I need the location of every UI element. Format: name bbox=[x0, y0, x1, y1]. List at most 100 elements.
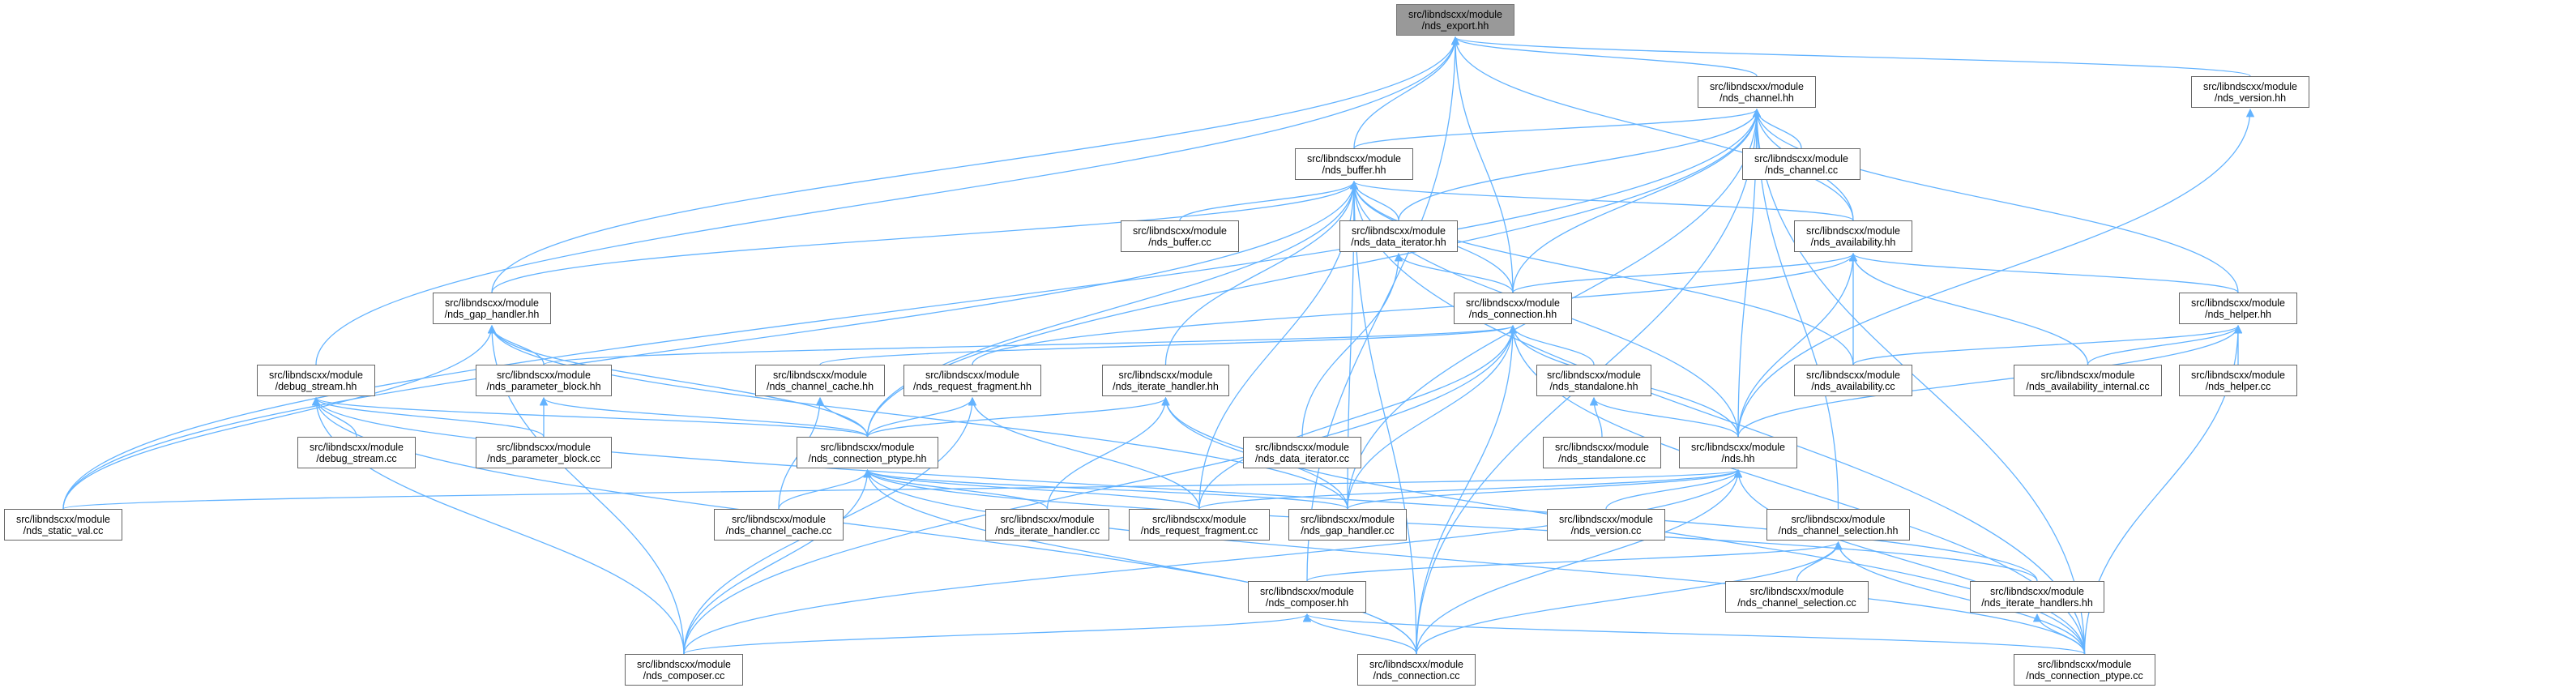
node-dir-label: src/libndscxx/module bbox=[1546, 369, 1641, 381]
graph-node-composer-cc[interactable]: src/libndscxx/module/nds_composer.cc bbox=[625, 654, 743, 686]
graph-node-connection-hh[interactable]: src/libndscxx/module/nds_connection.hh bbox=[1454, 293, 1572, 324]
node-file-label: /nds_iterate_handler.hh bbox=[1113, 380, 1219, 392]
graph-node-iterate-handler-cc[interactable]: src/libndscxx/module/nds_iterate_handler… bbox=[985, 509, 1109, 541]
node-dir-label: src/libndscxx/module bbox=[1306, 152, 1401, 165]
graph-node-data-iterator-cc[interactable]: src/libndscxx/module/nds_data_iterator.c… bbox=[1243, 437, 1361, 468]
graph-node-connection-cc[interactable]: src/libndscxx/module/nds_connection.cc bbox=[1357, 654, 1476, 686]
edge-iterate_handler_hh-to-buffer_hh bbox=[1164, 180, 1359, 365]
graph-node-connection-ptype-cc[interactable]: src/libndscxx/module/nds_connection_ptyp… bbox=[2014, 654, 2155, 686]
edge-channel_hh-to-export bbox=[1450, 36, 1758, 77]
edge-gap_handler_hh-to-export bbox=[491, 36, 1460, 293]
graph-node-buffer-cc[interactable]: src/libndscxx/module/nds_buffer.cc bbox=[1121, 220, 1239, 252]
edge-parameter_block_cc-to-debug_stream_hh bbox=[311, 396, 545, 438]
edge-request_fragment_cc-to-connection_hh bbox=[1198, 324, 1518, 510]
edge-debug_stream_hh-to-export bbox=[315, 36, 1460, 365]
node-dir-label: src/libndscxx/module bbox=[444, 297, 539, 309]
edge-iterate_handler_cc-to-connection_ptype_hh bbox=[863, 468, 1049, 510]
node-dir-label: src/libndscxx/module bbox=[1254, 441, 1349, 453]
graph-node-availability-cc[interactable]: src/libndscxx/module/nds_availability.cc bbox=[1794, 365, 1912, 396]
graph-node-channel-cache-hh[interactable]: src/libndscxx/module/nds_channel_cache.h… bbox=[755, 365, 885, 396]
graph-node-export[interactable]: src/libndscxx/module/nds_export.hh bbox=[1396, 4, 1514, 36]
edge-version_hh-to-export bbox=[1451, 36, 2251, 77]
edge-iterate_handlers_hh-to-connection_ptype_hh bbox=[863, 468, 2038, 582]
graph-node-gap-handler-cc[interactable]: src/libndscxx/module/nds_gap_handler.cc bbox=[1288, 509, 1407, 541]
node-dir-label: src/libndscxx/module bbox=[1709, 80, 1804, 92]
edge-data_iterator_cc-to-data_iterator_hh bbox=[1301, 252, 1403, 438]
edge-composer_cc-to-connection_hh bbox=[683, 324, 1518, 655]
graph-node-connection-ptype-hh[interactable]: src/libndscxx/module/nds_connection_ptyp… bbox=[797, 437, 938, 468]
graph-node-data-iterator-hh[interactable]: src/libndscxx/module/nds_data_iterator.h… bbox=[1339, 220, 1458, 252]
graph-node-channel-cc[interactable]: src/libndscxx/module/nds_channel.cc bbox=[1742, 148, 1860, 180]
edge-connection_hh-to-export bbox=[1450, 36, 1514, 293]
graph-node-nds-hh[interactable]: src/libndscxx/module/nds.hh bbox=[1679, 437, 1797, 468]
node-dir-label: src/libndscxx/module bbox=[1749, 585, 1844, 597]
edge-buffer_cc-to-buffer_hh bbox=[1179, 180, 1359, 221]
node-dir-label: src/libndscxx/module bbox=[925, 369, 1019, 381]
edge-version_cc-to-nds_hh bbox=[1605, 468, 1743, 510]
node-file-label: /nds_iterate_handler.cc bbox=[994, 524, 1100, 536]
graph-node-request-fragment-hh[interactable]: src/libndscxx/module/nds_request_fragmen… bbox=[904, 365, 1041, 396]
graph-node-iterate-handler-hh[interactable]: src/libndscxx/module/nds_iterate_handler… bbox=[1102, 365, 1229, 396]
graph-node-debug-stream-hh[interactable]: src/libndscxx/module/debug_stream.hh bbox=[257, 365, 375, 396]
edge-availability_hh-to-export bbox=[1450, 36, 1854, 221]
graph-node-channel-selection-hh[interactable]: src/libndscxx/module/nds_channel_selecti… bbox=[1766, 509, 1910, 541]
edge-channel_cc-to-channel_hh bbox=[1752, 108, 1802, 149]
node-file-label: /nds.hh bbox=[1721, 452, 1755, 464]
graph-node-standalone-cc[interactable]: src/libndscxx/module/nds_standalone.cc bbox=[1543, 437, 1661, 468]
graph-node-helper-cc[interactable]: src/libndscxx/module/nds_helper.cc bbox=[2179, 365, 2297, 396]
edge-availability_internal_cc-to-availability_hh bbox=[1848, 252, 2089, 365]
node-file-label: /nds_channel_selection.cc bbox=[1737, 596, 1856, 609]
edge-iterate_handlers_hh-to-debug_stream_hh bbox=[311, 396, 2038, 582]
node-file-label: /nds_composer.cc bbox=[643, 669, 725, 682]
node-file-label: /nds_channel.hh bbox=[1719, 92, 1794, 104]
node-dir-label: src/libndscxx/module bbox=[2190, 369, 2285, 381]
graph-node-availability-hh[interactable]: src/libndscxx/module/nds_availability.hh bbox=[1794, 220, 1912, 252]
graph-node-standalone-hh[interactable]: src/libndscxx/module/nds_standalone.hh bbox=[1536, 365, 1651, 396]
edge-nds_hh-to-helper_hh bbox=[1737, 324, 2243, 438]
graph-node-channel-hh[interactable]: src/libndscxx/module/nds_channel.hh bbox=[1698, 76, 1816, 108]
node-dir-label: src/libndscxx/module bbox=[1351, 224, 1446, 237]
node-dir-label: src/libndscxx/module bbox=[309, 441, 404, 453]
graph-node-gap-handler-hh[interactable]: src/libndscxx/module/nds_gap_handler.hh bbox=[433, 293, 551, 324]
graph-node-helper-hh[interactable]: src/libndscxx/module/nds_helper.hh bbox=[2179, 293, 2297, 324]
graph-node-static-val-cc[interactable]: src/libndscxx/module/nds_static_val.cc bbox=[4, 509, 122, 541]
node-file-label: /nds_connection_ptype.hh bbox=[808, 452, 927, 464]
graph-node-channel-selection-cc[interactable]: src/libndscxx/module/nds_channel_selecti… bbox=[1725, 581, 1869, 613]
edge-static_val_cc-to-nds_hh bbox=[62, 468, 1742, 510]
edge-static_val_cc-to-channel_hh bbox=[62, 108, 1762, 510]
graph-node-version-cc[interactable]: src/libndscxx/module/nds_version.cc bbox=[1547, 509, 1665, 541]
node-file-label: /nds_version.cc bbox=[1570, 524, 1642, 536]
node-file-label: /nds_helper.hh bbox=[2204, 308, 2271, 320]
edge-request_fragment_cc-to-connection_ptype_hh bbox=[863, 468, 1200, 510]
node-dir-label: src/libndscxx/module bbox=[15, 513, 110, 525]
graph-node-parameter-block-cc[interactable]: src/libndscxx/module/nds_parameter_block… bbox=[476, 437, 612, 468]
graph-node-availability-internal-cc[interactable]: src/libndscxx/module/nds_availability_in… bbox=[2014, 365, 2162, 396]
edge-connection_hh-to-data_iterator_hh bbox=[1394, 252, 1514, 293]
graph-node-parameter-block-hh[interactable]: src/libndscxx/module/nds_parameter_block… bbox=[476, 365, 612, 396]
node-dir-label: src/libndscxx/module bbox=[1151, 513, 1246, 525]
node-file-label: /nds_parameter_block.cc bbox=[487, 452, 600, 464]
graph-node-composer-hh[interactable]: src/libndscxx/module/nds_composer.hh bbox=[1248, 581, 1366, 613]
edge-helper_hh-to-channel_hh bbox=[1752, 108, 2239, 293]
node-file-label: /nds_channel.cc bbox=[1764, 164, 1839, 176]
node-file-label: /nds_data_iterator.cc bbox=[1254, 452, 1350, 464]
graph-node-version-hh[interactable]: src/libndscxx/module/nds_version.hh bbox=[2191, 76, 2309, 108]
node-dir-label: src/libndscxx/module bbox=[2040, 369, 2135, 381]
graph-node-request-fragment-cc[interactable]: src/libndscxx/module/nds_request_fragmen… bbox=[1129, 509, 1270, 541]
edge-connection_ptype_hh-to-debug_stream_hh bbox=[312, 396, 869, 438]
edge-nds_hh-to-standalone_hh bbox=[1589, 396, 1739, 438]
edge-composer_cc-to-composer_hh bbox=[683, 613, 1311, 655]
edge-buffer_hh-to-channel_hh bbox=[1353, 108, 1761, 149]
edge-gap_handler_cc-to-nds_hh bbox=[1347, 468, 1742, 510]
graph-node-debug-stream-cc[interactable]: src/libndscxx/module/debug_stream.cc bbox=[297, 437, 416, 468]
node-dir-label: src/libndscxx/module bbox=[772, 369, 867, 381]
node-file-label: /nds_channel_selection.hh bbox=[1778, 524, 1899, 536]
graph-node-channel-cache-cc[interactable]: src/libndscxx/module/nds_channel_cache.c… bbox=[714, 509, 844, 541]
graph-node-buffer-hh[interactable]: src/libndscxx/module/nds_buffer.hh bbox=[1295, 148, 1413, 180]
node-file-label: /nds_request_fragment.cc bbox=[1140, 524, 1258, 536]
edge-connection_ptype_hh-to-buffer_hh bbox=[866, 180, 1359, 438]
edge-parameter_block_hh-to-gap_handler_hh bbox=[487, 324, 545, 365]
graph-node-iterate-handlers-hh[interactable]: src/libndscxx/module/nds_iterate_handler… bbox=[1970, 581, 2104, 613]
